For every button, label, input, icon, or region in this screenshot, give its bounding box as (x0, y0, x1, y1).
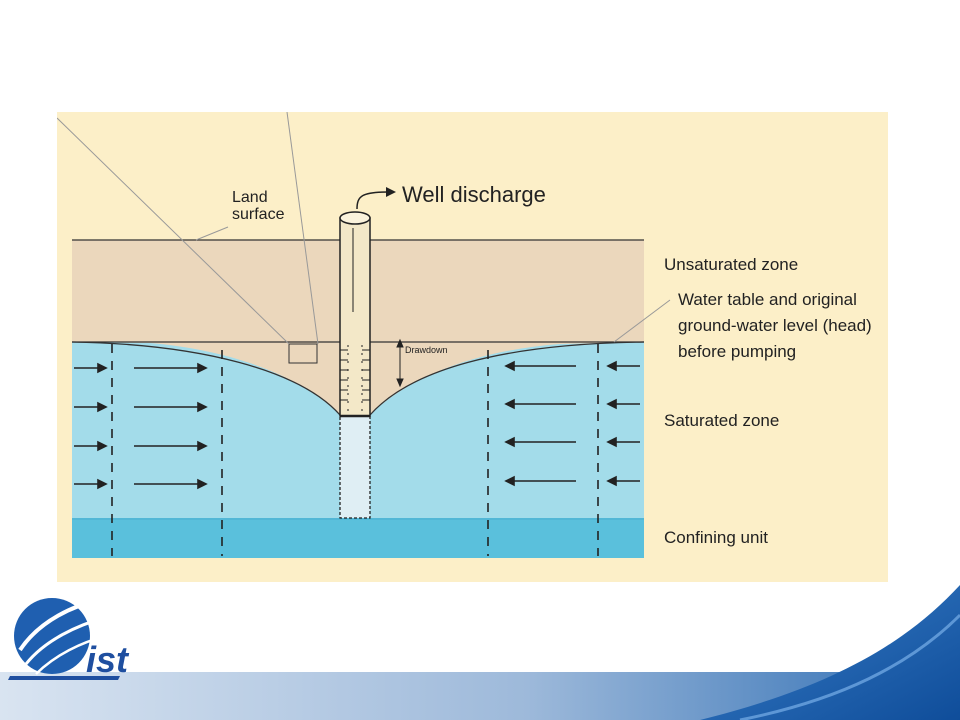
flow-dividers (111, 344, 599, 556)
drawdown-label: Drawdown (405, 345, 448, 355)
unsaturated-zone-label: Unsaturated zone (664, 255, 798, 274)
leader-lines (57, 112, 671, 345)
drawdown-indicator (396, 338, 404, 388)
saturated-zone-label: Saturated zone (664, 411, 779, 430)
well-screen (339, 415, 371, 519)
detail-box (288, 343, 318, 364)
well-diagram: Well discharge Land surface Unsaturated … (57, 112, 888, 582)
water-table-label-line3: before pumping (678, 342, 796, 361)
water-table-label-line2: ground-water level (head) (678, 316, 872, 335)
logo-text: ist (86, 639, 130, 680)
water-table-label-line1: Water table and original (678, 290, 857, 309)
left-arrows-inner (134, 362, 208, 490)
well-discharge-label: Well discharge (402, 182, 546, 207)
drawdown-curve (71, 341, 645, 416)
footer-decoration (0, 585, 960, 720)
confining-unit (72, 518, 644, 558)
confining-unit-label: Confining unit (664, 528, 768, 547)
land-surface-label-line1: Land (232, 189, 268, 206)
land-surface-label-line2: surface (232, 206, 285, 223)
right-arrows-inner (504, 360, 576, 487)
right-arrows-outer (606, 360, 640, 487)
discharge-arrow (356, 187, 396, 210)
flow-arrows (74, 360, 640, 490)
well-casing (339, 211, 371, 417)
left-arrows-outer (74, 362, 108, 490)
globe-swoosh-logo-icon (8, 598, 120, 680)
